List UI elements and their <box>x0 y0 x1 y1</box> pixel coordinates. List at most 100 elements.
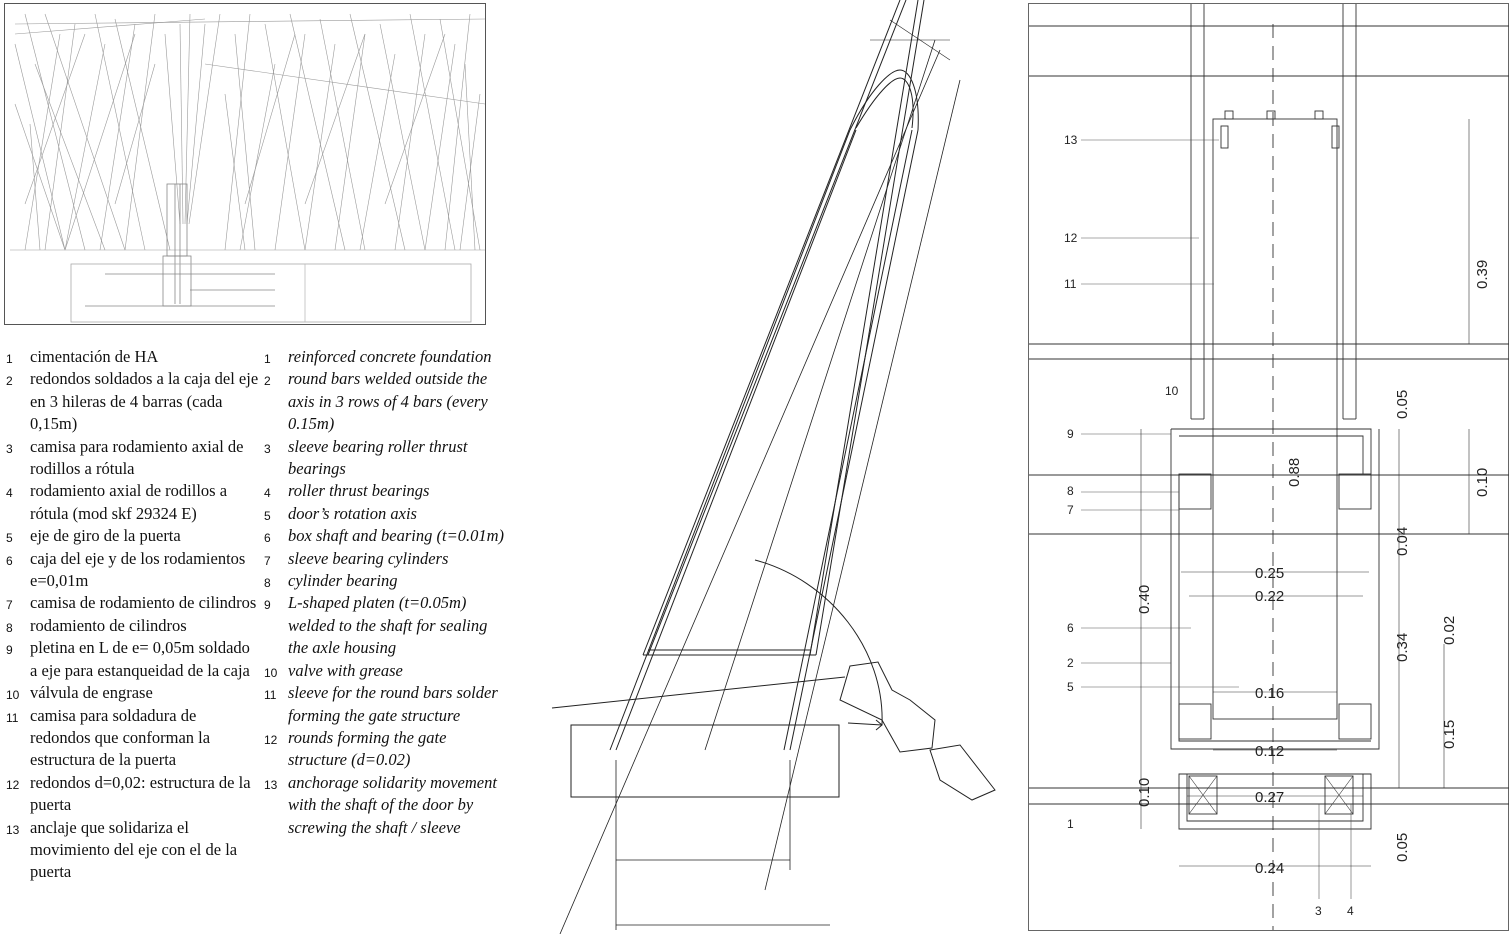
legend-text: sleeve for the round bars solder forming… <box>288 683 498 725</box>
legend-number: 11 <box>6 710 19 725</box>
legend-text: camisa para rodamiento axial de rodillos… <box>30 436 244 479</box>
gate-rod-mesh <box>10 13 485 251</box>
callout-6: 6 <box>1067 621 1074 635</box>
gate-frame-line <box>783 129 913 751</box>
legend-text: valve with grease <box>288 660 403 680</box>
dim-025: 0.25 <box>1255 565 1284 582</box>
legend-number: 13 <box>6 822 20 837</box>
callout-4: 4 <box>1347 904 1354 918</box>
callout-13: 13 <box>1064 133 1078 147</box>
dim-022: 0.22 <box>1255 588 1284 605</box>
gate-edge-line <box>647 0 907 656</box>
legend-text: box shaft and bearing (t=0.01m) <box>288 526 504 546</box>
legend-text: anchorage solidarity movement with the s… <box>288 772 497 837</box>
callout-10: 10 <box>1165 384 1179 398</box>
legend-text: rodamiento de cilindros <box>30 615 187 635</box>
legend-number: 2 <box>264 374 271 389</box>
dim-015: 0.15 <box>1441 720 1458 749</box>
gate-edge-line <box>815 0 925 656</box>
legend-text: cylinder bearing <box>288 571 398 591</box>
rotation-arrow <box>847 722 883 726</box>
legend-number: 11 <box>264 688 277 703</box>
legend-number: 3 <box>264 441 271 456</box>
dim-005b: 0.05 <box>1394 833 1411 862</box>
callout-1: 1 <box>1067 817 1074 831</box>
legend-text: roller thrust bearings <box>288 481 430 501</box>
ground-line <box>551 676 846 709</box>
dim-024: 0.24 <box>1255 860 1284 877</box>
legend-text: redondos soldados a la caja del eje en 3… <box>30 369 259 434</box>
dim-010b: 0.10 <box>1136 778 1153 807</box>
rock-outline <box>839 661 936 753</box>
legend-number: 7 <box>264 553 271 568</box>
legend-number: 7 <box>6 598 13 613</box>
legend-text: round bars welded outside the axis in 3 … <box>288 369 488 434</box>
legend-item: 11 sleeve for the round bars solder formi… <box>258 682 508 727</box>
legend-text: caja del eje y de los rodamientos e=0,01… <box>30 548 246 591</box>
legend-text: válvula de engrase <box>30 683 153 703</box>
legend-text: eje de giro de la puerta <box>30 526 181 546</box>
gate-diagonal <box>764 79 961 891</box>
legend-number: 6 <box>6 553 13 568</box>
callout-2: 2 <box>1067 656 1074 670</box>
axis-section-drawing: 13 12 11 10 9 8 7 6 2 5 1 3 4 0.39 0.05 … <box>1028 3 1509 931</box>
legend-text: sleeve bearing roller thrust bearings <box>288 436 468 479</box>
foundation-rect <box>570 724 840 798</box>
dimension-labels: 0.39 0.05 0.10 0.88 0.04 0.25 0.22 0.40 … <box>1136 260 1491 877</box>
callout-leaders <box>1081 139 1352 899</box>
legend-item: 2 round bars welded outside the axis in 3… <box>258 368 508 435</box>
legend-text: rodamiento axial de rodillos a rótula (m… <box>30 481 228 523</box>
gate-frame-line <box>609 129 851 751</box>
legend-text: reinforced concrete foundation <box>288 347 492 366</box>
callout-8: 8 <box>1067 484 1074 498</box>
legend-item: 9 L-shaped platen (t=0.05m) welded to the… <box>258 592 508 659</box>
legend-number: 5 <box>264 508 271 523</box>
dim-027: 0.27 <box>1255 789 1284 806</box>
gate-edge-line <box>642 0 901 656</box>
dim-002: 0.02 <box>1441 616 1458 645</box>
legend-number: 13 <box>264 777 278 792</box>
legend-number: 6 <box>264 531 271 546</box>
legend-text: camisa para soldadura de redondos que co… <box>30 705 211 770</box>
rock-outline <box>929 744 996 801</box>
legend-number: 10 <box>264 665 278 680</box>
plan-svg <box>551 0 996 934</box>
legend-item: 2 redondos soldados a la caja del eje en … <box>0 368 260 435</box>
elevation-svg <box>10 13 485 323</box>
callout-3: 3 <box>1315 904 1322 918</box>
legend-text: L-shaped platen (t=0.05m) welded to the … <box>288 593 488 658</box>
legend-number: 12 <box>6 777 20 792</box>
legend-number: 3 <box>6 441 13 456</box>
dim-088: 0.88 <box>1286 458 1303 487</box>
gate-axis-line <box>704 39 936 751</box>
callout-7: 7 <box>1067 503 1074 517</box>
legend-number: 9 <box>264 598 271 613</box>
gate-top-line <box>889 19 951 61</box>
dim-034: 0.34 <box>1394 633 1411 662</box>
rotation-arc <box>754 559 883 726</box>
dim-016: 0.16 <box>1255 685 1284 702</box>
legend-item: 5 eje de giro de la puerta <box>0 525 260 547</box>
legend-number: 10 <box>6 688 20 703</box>
callout-9: 9 <box>1067 427 1074 441</box>
legend-item: 10 válvula de engrase <box>0 682 260 704</box>
legend-number: 2 <box>6 374 13 389</box>
callout-5: 5 <box>1067 680 1074 694</box>
dim-005: 0.05 <box>1394 390 1411 419</box>
legend-number: 5 <box>6 531 13 546</box>
axis-box-elevation <box>70 183 472 323</box>
gate-top-arc <box>855 77 914 129</box>
legend-text: door’s rotation axis <box>288 503 417 523</box>
legend-number: 8 <box>6 620 13 635</box>
dimension-lines <box>1140 119 1470 867</box>
legend-item: 11 camisa para soldadura de redondos que … <box>0 705 260 772</box>
